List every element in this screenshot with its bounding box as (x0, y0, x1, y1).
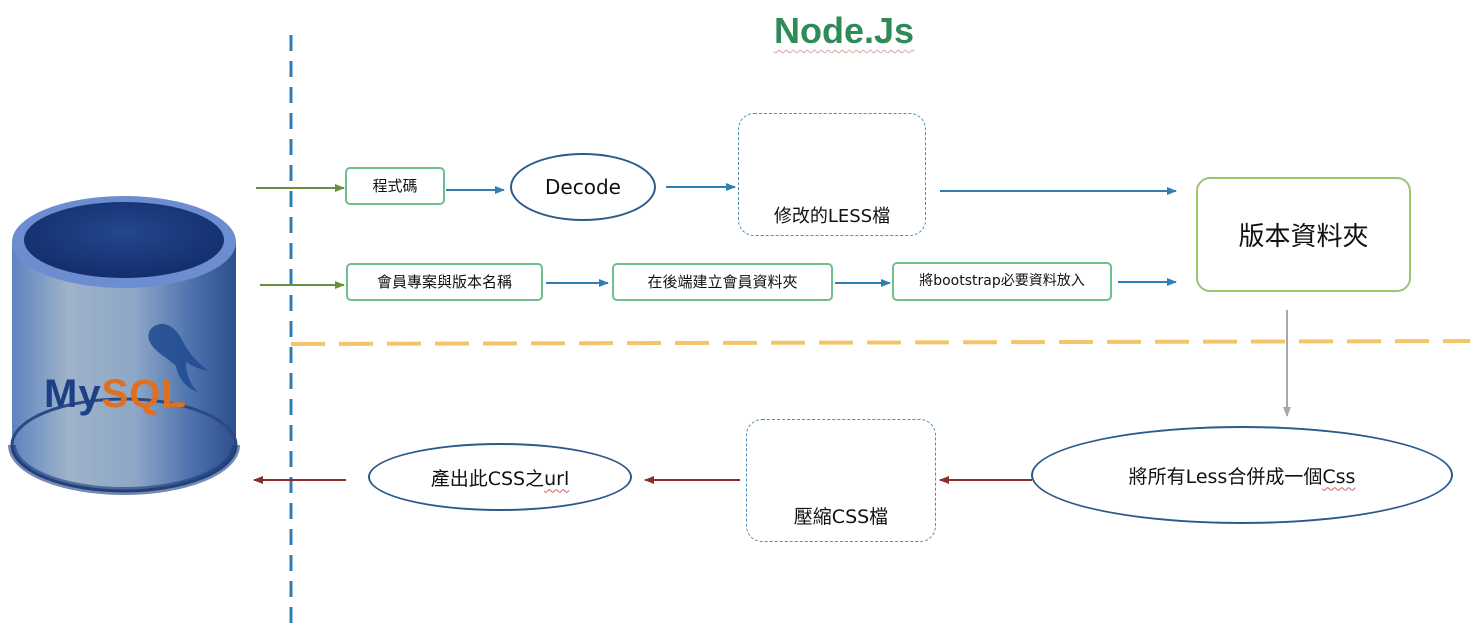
horizontal-divider (290, 339, 1471, 346)
merge-ellipse: 將所有Less合併成一個Css (1031, 426, 1453, 524)
merge-label: 將所有Less合併成一個Css (1129, 462, 1356, 489)
create-folder-box: 在後端建立會員資料夾 (612, 263, 833, 301)
version-folder-box: 版本資料夾 (1196, 177, 1411, 292)
bootstrap-box: 將bootstrap必要資料放入 (892, 262, 1112, 301)
mysql-logo-sql: SQL (101, 372, 187, 416)
less-file-label: 修改的LESS檔 (773, 206, 891, 227)
css-file-label: 壓縮CSS檔 (793, 506, 889, 528)
mysql-logo-my: My (44, 372, 102, 416)
merge-label-suffix: Css (1322, 465, 1356, 488)
code-box: 程式碼 (345, 167, 445, 205)
mysql-database-icon (8, 196, 240, 495)
output-label-suffix: url (544, 467, 570, 490)
output-label-prefix: 產出此CSS之 (430, 467, 545, 490)
output-url-ellipse: 產出此CSS之url (368, 443, 632, 511)
page-title: Node.Js (773, 10, 915, 51)
output-url-label: 產出此CSS之url (431, 464, 570, 491)
less-file-group (738, 113, 926, 236)
version-folder-label: 版本資料夾 (1238, 222, 1369, 252)
decode-ellipse: Decode (510, 153, 656, 221)
merge-label-prefix: 將所有Less合併成一個 (1128, 465, 1323, 488)
project-name-box: 會員專案與版本名稱 (346, 263, 543, 301)
css-file-group (746, 419, 936, 542)
decode-label: Decode (545, 175, 621, 199)
mysql-logo-text: MySQL (44, 372, 187, 417)
